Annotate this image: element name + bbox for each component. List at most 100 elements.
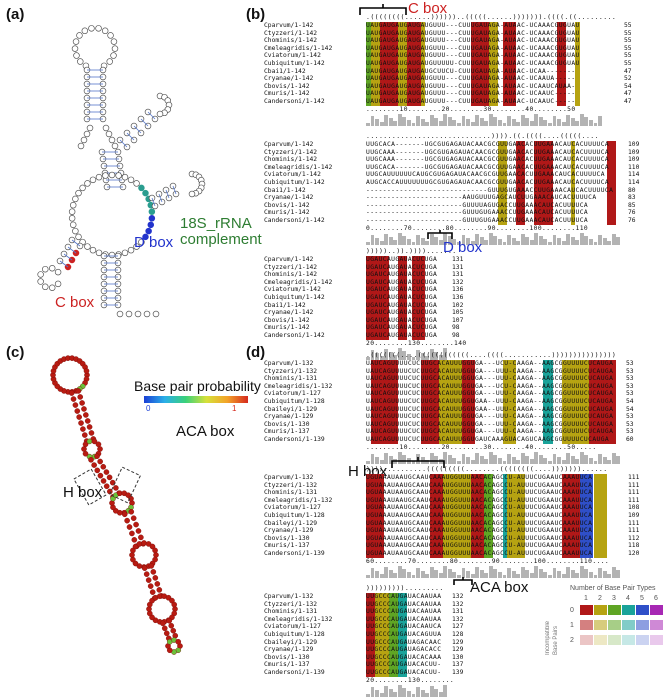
pair-color-cell (579, 542, 594, 550)
pair-color-cell (420, 382, 439, 391)
pair-color-cell (397, 623, 407, 631)
sequence-end-count: 136 (452, 293, 464, 301)
sequence-name: Cparvum/1-132 (264, 474, 314, 481)
conservation-bar (384, 685, 389, 697)
sequence-end-count: 98 (452, 324, 460, 332)
sequence-text: -----------------------GUUUGUGAAACCUUGAA… (366, 209, 589, 217)
bp-legend-swatch (580, 620, 593, 630)
pair-color-cell (370, 82, 380, 91)
sequence-name: Cmeleagridis/1-142 (264, 278, 333, 286)
pair-color-cell (593, 474, 608, 482)
pair-color-cell (561, 504, 580, 512)
conservation-bar (579, 565, 584, 578)
conservation-bar (397, 232, 402, 245)
sequence-text: UGAUCAUGAUACUCUGA (366, 324, 438, 332)
nucleotide (97, 472, 104, 479)
conservation-bar (502, 122, 507, 126)
conservation-bar (438, 572, 443, 578)
pair-color-cell (561, 375, 589, 383)
conservation-bar (402, 687, 407, 697)
pair-color-cell (516, 201, 526, 210)
sequence-text: UUGCCCAUGAUACACAAA (366, 653, 442, 661)
conservation-bar (443, 232, 448, 245)
bp-legend-row: 1 (570, 622, 574, 629)
pair-color-cell (397, 82, 407, 91)
pair-color-cell (366, 489, 385, 497)
pair-color-cell (502, 420, 517, 429)
sequence-end-count: 111 (628, 527, 640, 535)
conservation-bar (406, 571, 411, 578)
sequence-name: Cmuris/1-137 (264, 542, 310, 550)
pair-color-cell (406, 82, 421, 91)
pair-color-cell (366, 37, 371, 45)
panel-a-d-box-label: D box (134, 234, 174, 251)
conservation-bar (507, 567, 511, 578)
sequence-text: UGUAAAUAAUGCAAUCAAAUGGUUUAACACAGCCU-AUUU… (366, 511, 593, 519)
sequence-text: UAUCAGUUUUCUCUUGCACAUUUGGUGAUCAAAGUACAGU… (366, 435, 610, 443)
pair-color-cell (366, 271, 389, 279)
sequence-end-count: 60 (626, 435, 634, 443)
sequence-end-count: 54 (626, 405, 634, 413)
nucleotide (152, 556, 158, 563)
pair-color-cell (397, 67, 407, 76)
pair-color-cell (607, 163, 617, 172)
conservation-bar (366, 241, 370, 245)
panel-b-label: (b) (246, 6, 266, 23)
panel-d-label: (d) (246, 344, 266, 361)
pair-color-cell (470, 534, 485, 543)
pair-color-cell (502, 59, 517, 68)
nucleotide (91, 438, 98, 445)
pair-color-cell (557, 37, 567, 45)
conservation-bar (538, 568, 543, 578)
pair-color-cell (579, 496, 594, 505)
pair-color-cell (507, 511, 526, 520)
pair-color-cell (397, 324, 407, 332)
nucleotide (152, 310, 160, 318)
sequence-end-count: 108 (628, 504, 640, 512)
pair-color-cell (375, 630, 389, 639)
nucleotide (82, 450, 89, 457)
pair-color-cell (411, 286, 426, 294)
conservation-bar (602, 237, 607, 245)
pair-color-cell (406, 37, 421, 45)
pair-color-cell (406, 44, 421, 53)
pair-color-cell (411, 309, 426, 317)
conservation-bar (379, 459, 384, 464)
pair-color-cell (366, 600, 376, 609)
pair-color-cell (370, 428, 398, 436)
pair-color-cell (502, 481, 508, 490)
conservation-bar (570, 117, 575, 126)
pair-color-cell (420, 390, 439, 398)
nucleotide (89, 176, 97, 184)
pair-color-cell (488, 22, 498, 30)
sequence-end-count: 47 (624, 90, 632, 98)
nucleotide (124, 517, 130, 524)
conservation-bar (516, 573, 521, 578)
pair-color-cell (443, 489, 471, 497)
pair-color-cell (561, 511, 580, 520)
nucleotide (154, 581, 161, 587)
nucleotide (141, 565, 148, 571)
pair-color-cell (516, 163, 526, 172)
pair-color-cell (420, 405, 439, 414)
pair-color-cell (461, 413, 476, 421)
conservation-bar (425, 240, 430, 245)
conservation-bar (575, 120, 580, 126)
pair-color-cell (366, 496, 385, 505)
pair-color-cell (470, 511, 485, 520)
conservation-bar (493, 116, 498, 126)
pair-color-cell (470, 542, 485, 550)
conservation-bar (466, 456, 471, 464)
conservation-bar (493, 454, 498, 464)
conservation-bar (552, 453, 557, 464)
pair-color-cell (502, 549, 508, 558)
conservation-bar (570, 569, 575, 578)
pair-color-cell (388, 608, 398, 616)
sequence-name: Cmuris/1-137 (264, 428, 310, 436)
sequence-text: UUGCCCAUGAUACAAUAA (366, 608, 442, 616)
sequence-text: UAUCAGUUUUCUCUUGCACAUUUGGUGA---UUU-CAAGA… (366, 375, 614, 383)
conservation-bar (429, 348, 434, 360)
conservation-bar (488, 113, 493, 126)
panel-a-complement-label: 18S_rRNA complement (180, 216, 262, 248)
pair-color-cell (497, 163, 508, 172)
